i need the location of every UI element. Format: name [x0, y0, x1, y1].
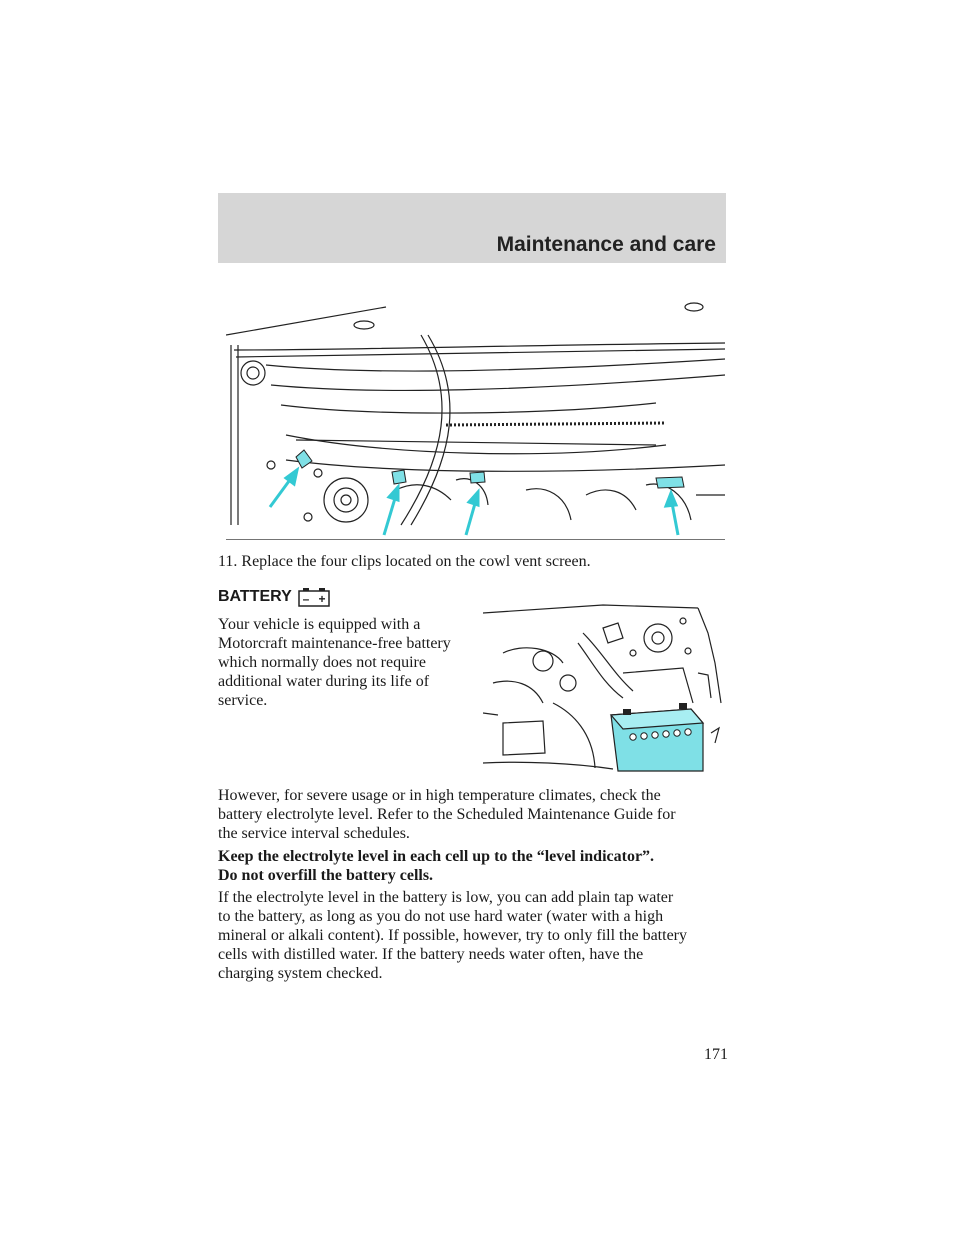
text-line: Keep the electrolyte level in each cell …	[218, 848, 655, 865]
battery-illustration	[483, 604, 722, 772]
text-line: service.	[218, 692, 268, 709]
text-line: Your vehicle is equipped with a	[218, 616, 421, 633]
text-line: If the electrolyte level in the battery …	[218, 889, 674, 906]
text-line: cells with distilled water. If the batte…	[218, 946, 644, 963]
text-line: Do not overfill the battery cells.	[218, 867, 434, 884]
cowl-vent-illustration	[226, 302, 725, 540]
electrolyte-warning-paragraph: Keep the electrolyte level in each cell …	[218, 847, 728, 885]
battery-intro-paragraph: Your vehicle is equipped with a Motorcra…	[218, 615, 478, 710]
step-11-text: 11. Replace the four clips located on th…	[218, 553, 591, 570]
text-line: Motorcraft maintenance-free battery	[218, 635, 451, 652]
text-line: However, for severe usage or in high tem…	[218, 787, 661, 804]
severe-usage-paragraph: However, for severe usage or in high tem…	[218, 786, 728, 843]
page-number: 171	[704, 1046, 728, 1063]
text-line: additional water during its life of	[218, 673, 430, 690]
text-line: charging system checked.	[218, 965, 383, 982]
text-line: the service interval schedules.	[218, 825, 410, 842]
section-title: Maintenance and care	[496, 233, 716, 256]
battery-block	[609, 703, 705, 772]
section-header-band: Maintenance and care	[218, 193, 726, 263]
battery-icon-minus: –	[302, 592, 309, 606]
battery-heading-label: BATTERY	[218, 588, 292, 605]
text-line: battery electrolyte level. Refer to the …	[218, 806, 676, 823]
battery-icon-plus: +	[318, 592, 325, 606]
text-line: mineral or alkali content). If possible,…	[218, 927, 687, 944]
text-line: which normally does not require	[218, 654, 426, 671]
battery-icon: – +	[298, 588, 330, 607]
battery-heading: BATTERY – +	[218, 586, 330, 608]
low-electrolyte-paragraph: If the electrolyte level in the battery …	[218, 888, 728, 983]
clip-arrow-icon	[268, 466, 680, 536]
text-line: to the battery, as long as you do not us…	[218, 908, 664, 925]
